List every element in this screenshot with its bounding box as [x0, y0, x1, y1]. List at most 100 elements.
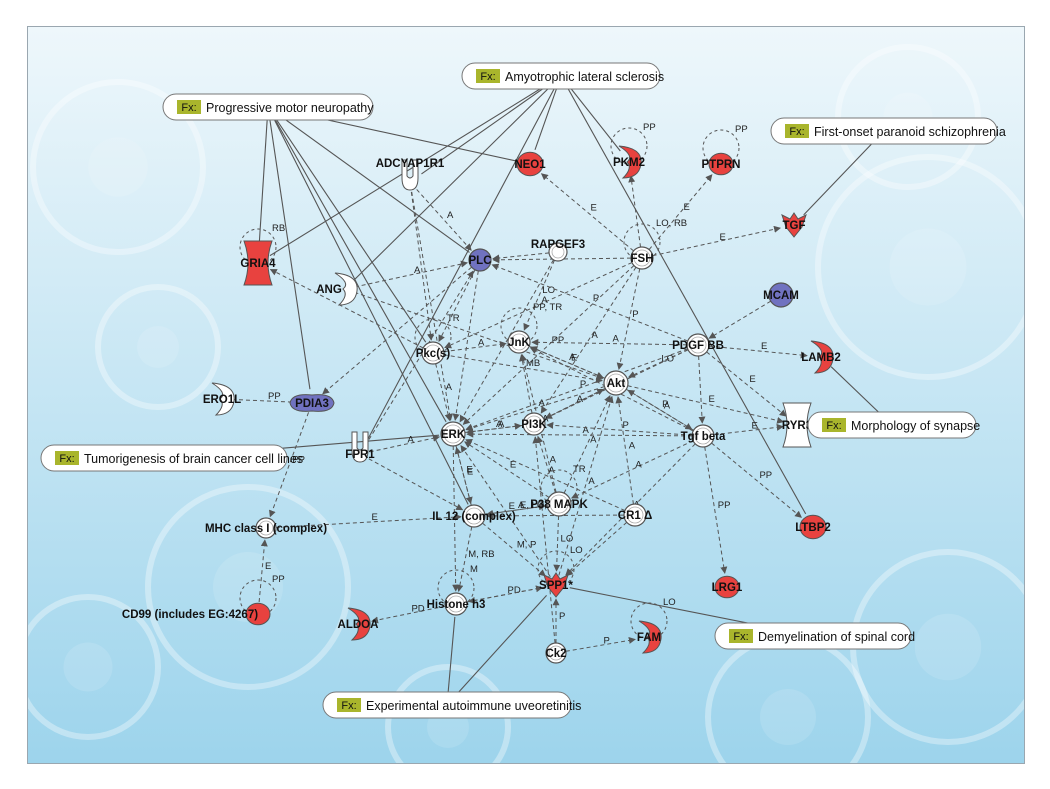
node-NEO1[interactable]: NEO1 — [514, 151, 546, 177]
edge-label: MB — [526, 358, 540, 369]
edge-PDGFBB-JnK — [531, 338, 688, 346]
node-IL12[interactable]: IL 12 (complex) — [432, 504, 516, 528]
edge-label: P — [632, 309, 638, 320]
node-CR1[interactable]: CR1 Δ — [618, 503, 652, 527]
edge-label: E — [749, 374, 755, 385]
function-tag-label: Fx: — [341, 700, 356, 712]
edge-fx_als-ADCYAP1R1 — [421, 75, 562, 175]
node-label: FSH — [631, 253, 654, 265]
node-PI3K[interactable]: PI3K — [521, 412, 547, 436]
node-ERO1L[interactable]: ERO1L — [203, 382, 241, 416]
function-label: Amyotrophic lateral sclerosis — [505, 70, 664, 84]
self-loop-label: PP — [735, 124, 748, 135]
self-loop-label: M — [470, 564, 478, 575]
function-tag-label: Fx: — [480, 71, 495, 83]
node-PDGFBB[interactable]: PDGF BB — [672, 333, 724, 357]
node-label: PTPRN — [702, 159, 741, 171]
edge-fx_pmn-ERK — [267, 106, 447, 423]
edge-Tgfbeta-ERK — [466, 430, 693, 438]
function-box-fx_pmn[interactable]: Fx:Progressive motor neuropathy — [162, 93, 374, 121]
node-LRG1[interactable]: LRG1 — [712, 575, 743, 599]
node-LAMB2[interactable]: LAMB2 — [801, 340, 841, 374]
node-PLC[interactable]: PLC — [468, 248, 492, 272]
node-FPR1[interactable]: FPR1 — [345, 431, 375, 463]
node-Tgfbeta[interactable]: Tgf beta — [681, 424, 726, 448]
node-ERK[interactable]: ERK — [440, 421, 466, 447]
node-label: LRG1 — [712, 582, 743, 594]
node-label: ALDOA — [338, 619, 379, 631]
self-loop-Histone — [437, 569, 475, 607]
node-label: MHC class I (complex) — [205, 523, 327, 535]
node-ADCYAP1R1[interactable]: ADCYAP1R1 — [376, 158, 445, 191]
background-cells — [28, 44, 1024, 763]
function-tag-label: Fx: — [59, 453, 74, 465]
function-box-fx_mos[interactable]: Fx: Morphology of synapse — [807, 411, 980, 439]
edge-Tgfbeta-Akt — [627, 389, 694, 431]
function-tag — [476, 69, 500, 83]
node-LTBP2[interactable]: LTBP2 — [795, 514, 831, 540]
self-loop-label: LO, RB — [656, 218, 687, 229]
node-label: IL 12 (complex) — [432, 511, 516, 523]
function-box-fx_eau[interactable]: Fx:Experimental autoimmune uveoretinitis — [322, 691, 581, 719]
node-Ck2[interactable]: Ck2 — [545, 642, 567, 664]
node-RAPGEF3[interactable]: RAPGEF3 — [531, 239, 585, 262]
node-P38[interactable]: P38 MAPK — [530, 491, 588, 517]
function-tag-label: Fx: — [826, 420, 841, 432]
function-label: Morphology of synapse — [851, 419, 980, 433]
node-CD99[interactable]: CD99 (includes EG:4267) — [122, 602, 271, 626]
edge-RAPGEF3-PLC — [492, 252, 550, 262]
node-FAM[interactable]: FAM — [637, 620, 662, 654]
edge-label: E — [466, 465, 472, 476]
node-GRIA4[interactable]: GRIA4 — [240, 240, 276, 286]
edge-fx_als-LTBP2 — [560, 75, 807, 515]
edge-label: A — [569, 352, 576, 363]
edge-label: E — [571, 353, 577, 364]
edge-IL12-P38 — [484, 503, 546, 515]
node-label: PKM2 — [613, 157, 645, 169]
node-Akt[interactable]: Akt — [603, 370, 629, 396]
function-box-fx_dsc[interactable]: Fx:Demyelination of spinal cord — [714, 622, 915, 650]
background-cell-nucleus — [63, 642, 113, 692]
edge-label: A — [496, 419, 503, 430]
functions-layer: Fx: Amyotrophic lateral sclerosisFx:Progr… — [40, 62, 1006, 719]
node-JnK[interactable]: JnK — [507, 330, 531, 354]
node-label: FPR1 — [345, 449, 375, 461]
edge-label: E — [709, 394, 715, 405]
edge-label: PP — [552, 335, 565, 346]
edge-fx_fops-TGF — [803, 130, 885, 216]
node-PTPRN[interactable]: PTPRN — [702, 152, 741, 176]
node-RYR3[interactable]: RYR3 — [782, 402, 812, 448]
node-label: PDGF BB — [672, 340, 724, 352]
node-label: PDIA3 — [295, 398, 329, 410]
edge-label: A — [582, 425, 589, 436]
node-label: SPP1* — [539, 580, 573, 592]
edge-RAPGEF3-ERK — [459, 259, 554, 423]
function-box-fx_als[interactable]: Fx: Amyotrophic lateral sclerosis — [461, 62, 664, 90]
node-MCAM[interactable]: MCAM — [763, 282, 799, 308]
node-ALDOA[interactable]: ALDOA — [338, 607, 379, 641]
node-label: Akt — [607, 378, 626, 390]
function-tag — [337, 698, 361, 712]
edge-label: PP — [759, 470, 772, 481]
function-box-fx_tbc[interactable]: Fx:Tumorigenesis of brain cancer cell li… — [40, 444, 303, 472]
node-FSH[interactable]: FSH — [630, 246, 654, 270]
self-loop-GRIA4 — [239, 228, 277, 266]
node-Histone[interactable]: Histone h3 — [427, 592, 486, 616]
edge-Tgfbeta-LRG1 — [704, 446, 728, 574]
edge-label: M, RB — [468, 549, 494, 560]
function-tag — [177, 100, 201, 114]
edge-FSH-ERK — [462, 265, 635, 425]
node-Pkcs[interactable]: Pkc(s) — [416, 341, 451, 365]
function-box-fx_fops[interactable]: Fx:First-onset paranoid schizophrenia — [770, 117, 1006, 145]
node-MHC[interactable]: MHC class I (complex) — [205, 517, 327, 539]
edge-FPR1-PLC — [364, 270, 474, 446]
self-loop-label: TR — [447, 313, 460, 324]
node-TGF[interactable]: TGF — [781, 212, 807, 238]
node-ANG[interactable]: ANG — [316, 272, 358, 306]
edge-label: E — [591, 202, 597, 213]
node-SPP1[interactable]: SPP1* — [539, 572, 573, 598]
background-cell — [145, 484, 351, 690]
node-label: Tgf beta — [681, 431, 726, 443]
node-PDIA3[interactable]: PDIA3 — [289, 394, 335, 412]
node-PKM2[interactable]: PKM2 — [613, 145, 645, 179]
